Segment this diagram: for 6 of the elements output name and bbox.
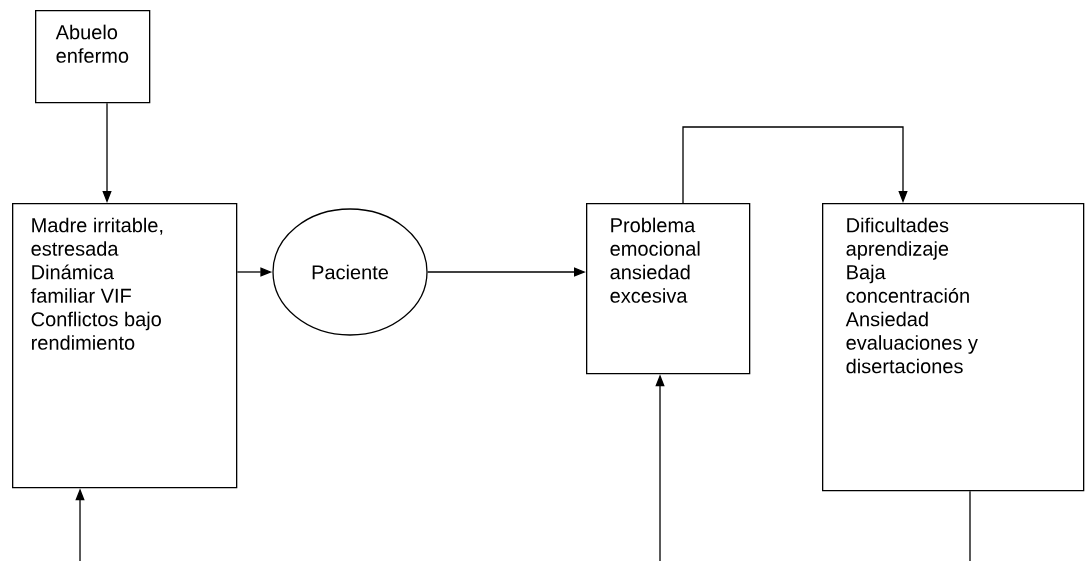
process-box: Problema emocional ansiedad excesiva	[586, 203, 751, 375]
ellipse-node: Paciente	[272, 208, 428, 336]
process-box: Dificultades aprendizaje Baja concentración Ansiedad evaluaciones y disertaciones	[822, 203, 1085, 492]
process-box: Madre irritable, estresada Dinámica familiar VIF Conflictos bajo rendimiento	[12, 203, 238, 489]
process-box: Abuelo enfermo	[35, 10, 151, 104]
arrow	[682, 126, 908, 204]
